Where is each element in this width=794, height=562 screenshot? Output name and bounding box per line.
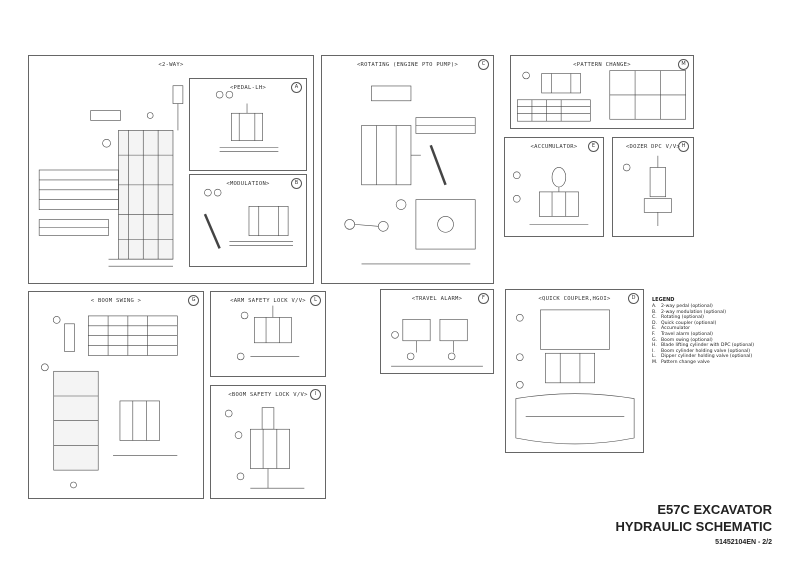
panel-title: <2-WAY> — [158, 62, 184, 68]
modulation-schematic — [203, 188, 294, 249]
legend-item: L. Dipper cylinder holding valve (optiona… — [652, 354, 792, 360]
travel-alarm-schematic — [391, 319, 483, 367]
legend-text: 2-way modulation (optional) — [661, 309, 726, 315]
legend-item: M.Pattern change valve — [652, 360, 792, 366]
legend-key: F. — [652, 331, 656, 337]
panel-tag: F — [478, 293, 489, 304]
legend-item: H. Blade lifting cylinder with DPC (optio… — [652, 343, 792, 349]
rotating-schematic — [344, 85, 476, 265]
panel-tag: E — [588, 141, 599, 152]
panel-title: <PATTERN CHANGE> — [573, 62, 631, 68]
legend-key: M. — [652, 359, 658, 365]
legend-text: Dipper cylinder holding valve (optional) — [661, 354, 753, 360]
legend-item: F. Travel alarm (optional) — [652, 332, 792, 338]
legend-key: H. — [652, 343, 657, 349]
legend-text: Pattern change valve — [661, 359, 710, 365]
legend-key: A. — [652, 304, 657, 309]
legend-key: C. — [652, 315, 657, 321]
boom-swing-schematic — [41, 315, 178, 489]
pattern-change-schematic — [517, 70, 686, 122]
panel-pattern-change: <PATTERN CHANGE> M — [510, 55, 694, 129]
legend-key: I. — [652, 348, 655, 354]
legend-text: Boom cylinder holding valve (optional) — [661, 348, 751, 354]
panel-title: <DOZER DPC V/V> — [625, 144, 681, 150]
legend-item: A. 2-way pedal (optional) — [652, 304, 792, 310]
panel-accumulator: <ACCUMULATOR> E — [504, 137, 604, 237]
panel-quick-coupler: <QUICK COUPLER,HGOI> D — [505, 289, 644, 453]
legend: LEGEND A. 2-way pedal (optional) B. 2-way m… — [652, 297, 792, 366]
panel-tag: M — [678, 59, 689, 70]
title-line-1: E57C EXCAVATOR — [657, 502, 772, 517]
legend-item: G.Boom swing (optional) — [652, 338, 792, 344]
panel-title: <QUICK COUPLER,HGOI> — [538, 296, 611, 302]
legend-text: Rotating (optional) — [661, 315, 704, 321]
panel-title: <ROTATING (ENGINE PTO PUMP)> — [356, 62, 459, 68]
legend-key: L. — [652, 354, 657, 360]
legend-item: I. Boom cylinder holding valve (optional) — [652, 349, 792, 355]
boom-safety-schematic — [224, 407, 305, 489]
legend-key: E. — [652, 326, 657, 332]
panel-travel-alarm: <TRAVEL ALARM> F — [380, 289, 494, 374]
legend-item: C. Rotating (optional) — [652, 315, 792, 321]
panel-arm-safety-lock: <ARM SAFETY LOCK V/V> L — [210, 291, 326, 377]
legend-item: D. Quick coupler (optional) — [652, 321, 792, 327]
panel-tag: C — [478, 59, 489, 70]
panel-title: < BOOM SWING > — [90, 298, 142, 304]
panel-dozer-dpc: <DOZER DPC V/V> H — [612, 137, 694, 237]
panel-tag: H — [678, 141, 689, 152]
panel-boom-swing: < BOOM SWING > G — [28, 291, 204, 499]
legend-text: Blade lifting cylinder with DPC (optiona… — [661, 343, 755, 349]
legend-text: Travel alarm (optional) — [661, 331, 713, 337]
panel-pedal-lh: <PEDAL-LH> A — [189, 78, 307, 171]
legend-text: Accumulator — [661, 326, 691, 332]
panel-title: <ACCUMULATOR> — [530, 144, 578, 150]
legend-text: Quick coupler (optional) — [661, 320, 717, 326]
title-line-2: HYDRAULIC SCHEMATIC — [615, 519, 772, 534]
panel-title: <BOOM SAFETY LOCK V/V> — [228, 392, 308, 398]
legend-list: A. 2-way pedal (optional) B. 2-way modulati… — [652, 304, 792, 366]
legend-title: LEGEND — [652, 297, 675, 303]
document-number: 51452104EN - 2/2 — [715, 539, 772, 546]
legend-key: G. — [652, 337, 658, 343]
panel-title: <MODULATION> — [226, 181, 270, 187]
panel-tag: B — [291, 178, 302, 189]
panel-boom-safety-lock: <BOOM SAFETY LOCK V/V> I — [210, 385, 326, 499]
legend-key: D. — [652, 320, 657, 326]
panel-tag: D — [628, 293, 639, 304]
panel-rotating: <ROTATING (ENGINE PTO PUMP)> C — [321, 55, 494, 284]
panel-title: <ARM SAFETY LOCK V/V> — [230, 298, 306, 304]
legend-text: 2-way pedal (optional) — [661, 304, 713, 309]
panel-tag: A — [291, 82, 302, 93]
panel-tag: I — [310, 389, 321, 400]
accumulator-schematic — [513, 167, 589, 225]
dozer-dpc-schematic — [622, 155, 672, 227]
legend-item: B. 2-way modulation (optional) — [652, 310, 792, 316]
panel-modulation: <MODULATION> B — [189, 174, 307, 267]
panel-title: <TRAVEL ALARM> — [411, 296, 463, 302]
panel-tag: L — [310, 295, 321, 306]
legend-item: E. Accumulator — [652, 326, 792, 332]
quick-coupler-schematic — [515, 309, 635, 445]
panel-title: <PEDAL-LH> — [229, 85, 267, 91]
panel-two-way: <2-WAY> <PEDAL-LH> A — [28, 55, 314, 284]
two-way-schematic — [38, 85, 184, 267]
pedal-schematic — [215, 90, 279, 152]
legend-key: B. — [652, 309, 657, 315]
arm-safety-schematic — [236, 305, 300, 361]
panel-tag: G — [188, 295, 199, 306]
legend-text: Boom swing (optional) — [661, 337, 713, 343]
